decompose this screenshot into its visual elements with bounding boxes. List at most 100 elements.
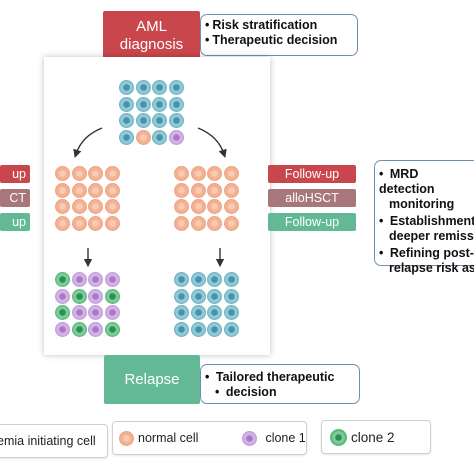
lic-cell xyxy=(223,272,239,287)
aml-diagnosis-box: AML diagnosis xyxy=(103,11,200,61)
lic-cell xyxy=(152,96,167,112)
diagnosis-cell-grid xyxy=(119,80,184,145)
clone2-cell xyxy=(71,288,87,304)
normal-cell xyxy=(88,199,103,214)
left-pill-allohsct: CT xyxy=(0,189,30,207)
normal-cell xyxy=(190,182,206,198)
lic-cell xyxy=(190,288,206,304)
flow-arrows xyxy=(73,127,227,268)
lic-cell xyxy=(168,96,184,112)
lic-cell xyxy=(135,96,151,112)
clone2-cell xyxy=(55,305,70,320)
legend-lic: emia initiating cell xyxy=(0,424,108,458)
legend-normal-label: normal cell xyxy=(138,431,199,445)
normal-cell xyxy=(104,166,120,181)
clone1-cell xyxy=(55,321,70,337)
normal-cell xyxy=(207,215,222,231)
normal-cell-swatch xyxy=(119,430,134,446)
note-tailored-decision: Tailored therapeutic xyxy=(205,368,353,385)
clone2-cell xyxy=(71,321,87,337)
lic-cell xyxy=(190,305,206,320)
note-tailored-decision-2: decision xyxy=(215,385,353,400)
normal-cell xyxy=(174,166,189,181)
legend-clone2: clone 2 xyxy=(321,420,431,454)
normal-cell xyxy=(88,215,103,231)
normal-cell xyxy=(223,199,239,214)
normal-cell xyxy=(71,199,87,214)
lic-cell xyxy=(207,272,222,287)
clone1-cell xyxy=(55,288,70,304)
normal-cell xyxy=(88,166,103,181)
lic-cell xyxy=(207,288,222,304)
lic-cell xyxy=(174,321,189,337)
left-pill-followup: up xyxy=(0,165,30,183)
clone1-swatch xyxy=(242,430,258,446)
normal-cell xyxy=(190,215,206,231)
lic-cell xyxy=(190,321,206,337)
normal-cell xyxy=(207,199,222,214)
normal-cell xyxy=(71,182,87,198)
clone1-cell xyxy=(71,305,87,320)
lic-cell xyxy=(152,80,167,95)
legend-clone2-label: clone 2 xyxy=(351,429,395,445)
lic-cell xyxy=(119,129,134,145)
lic-cell xyxy=(135,113,151,128)
clone1-cell xyxy=(88,272,103,287)
pill-followup: Follow-up xyxy=(268,165,356,183)
legend-lic-label: emia initiating cell xyxy=(0,434,96,448)
lic-cell xyxy=(223,288,239,304)
lic-cell xyxy=(223,321,239,337)
clone2-swatch xyxy=(330,428,347,446)
normal-cell xyxy=(174,182,189,198)
lic-cell xyxy=(190,272,206,287)
normal-cell xyxy=(55,199,70,214)
legend-normal-clone1: normal cell clone 1 xyxy=(112,421,307,455)
lic-cell xyxy=(174,272,189,287)
normal-cell xyxy=(55,215,70,231)
diagnosis-label: diagnosis xyxy=(119,36,184,53)
clone2-cell xyxy=(55,272,70,287)
normal-cell xyxy=(104,215,120,231)
relapse-cell-grid-left xyxy=(55,272,120,337)
diagnosis-notes: Risk stratification Therapeutic decision xyxy=(200,14,358,56)
relapse-cell-grid-right xyxy=(174,272,239,337)
clone1-cell xyxy=(88,305,103,320)
normal-cell xyxy=(55,166,70,181)
lic-cell xyxy=(152,129,167,145)
remission-cell-grid-left xyxy=(55,166,120,231)
normal-cell xyxy=(104,199,120,214)
normal-cell xyxy=(207,166,222,181)
relapse-label: Relapse xyxy=(124,371,180,388)
normal-cell xyxy=(223,166,239,181)
legend-clone1-label: clone 1 xyxy=(265,431,306,445)
normal-cell xyxy=(174,215,189,231)
normal-cell xyxy=(174,199,189,214)
clone1-cell xyxy=(168,129,184,145)
normal-cell xyxy=(135,129,151,145)
aml-label: AML xyxy=(136,18,167,35)
lic-cell xyxy=(174,305,189,320)
pill-allohsct: alloHSCT xyxy=(268,189,356,207)
clone2-cell xyxy=(104,288,120,304)
normal-cell xyxy=(55,182,70,198)
normal-cell xyxy=(207,182,222,198)
arrow-to-left xyxy=(73,127,103,158)
pill-followup-2: Follow-up xyxy=(268,213,356,231)
lic-cell xyxy=(152,113,167,128)
lic-cell xyxy=(168,80,184,95)
clone1-cell xyxy=(88,321,103,337)
clone1-cell xyxy=(104,272,120,287)
left-pill-followup-2: up xyxy=(0,213,30,231)
clone2-cell xyxy=(104,321,120,337)
lic-cell xyxy=(174,288,189,304)
normal-cell xyxy=(190,199,206,214)
normal-cell xyxy=(223,215,239,231)
clone1-cell xyxy=(88,288,103,304)
lic-cell xyxy=(223,305,239,320)
lic-cell xyxy=(168,113,184,128)
note-risk-stratification: Risk stratification xyxy=(205,18,351,33)
clone1-cell xyxy=(71,272,87,287)
